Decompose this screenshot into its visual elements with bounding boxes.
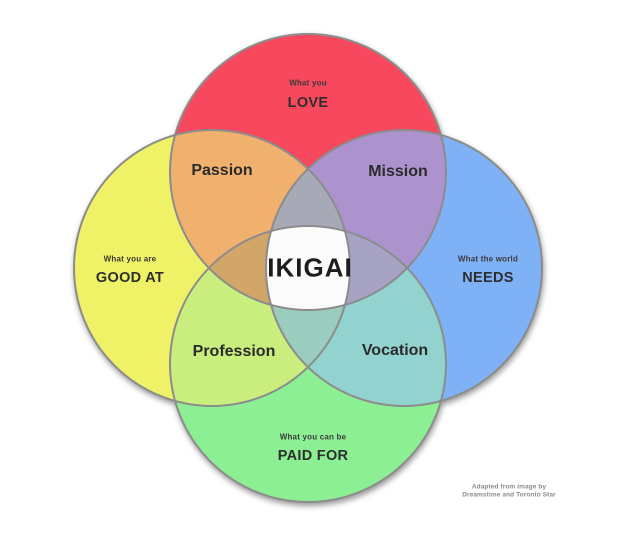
vocation-label: Vocation [361,342,429,359]
needs-label: NEEDS [462,270,514,286]
needs-prefix-label: What the world [457,254,519,264]
outline-good-at [73,129,351,407]
paid-for-label: PAID FOR [277,448,349,464]
passion-label: Passion [191,162,253,179]
attribution-line-1: Adapted from image by [471,483,547,491]
region-blend-bottom [266,226,350,406]
love-prefix-label: What you [289,78,327,88]
region-blend-left [170,226,350,310]
mission-label: Mission [368,163,428,180]
region-blend-top [266,130,350,310]
attribution-line-2: Dreamstime and Toronto Star [462,491,556,499]
good-at-prefix-label: What you are [103,254,157,264]
good-at-label: GOOD AT [95,270,165,286]
region-blend-right [266,226,446,310]
ikigai-center-label: IKIGAI [267,252,353,283]
outline-love [169,33,447,311]
outline-paid-for [169,225,447,503]
outline-needs [265,129,543,407]
profession-label: Profession [192,343,276,360]
love-label: LOVE [287,95,329,111]
paid-for-prefix-label: What you can be [279,432,347,442]
